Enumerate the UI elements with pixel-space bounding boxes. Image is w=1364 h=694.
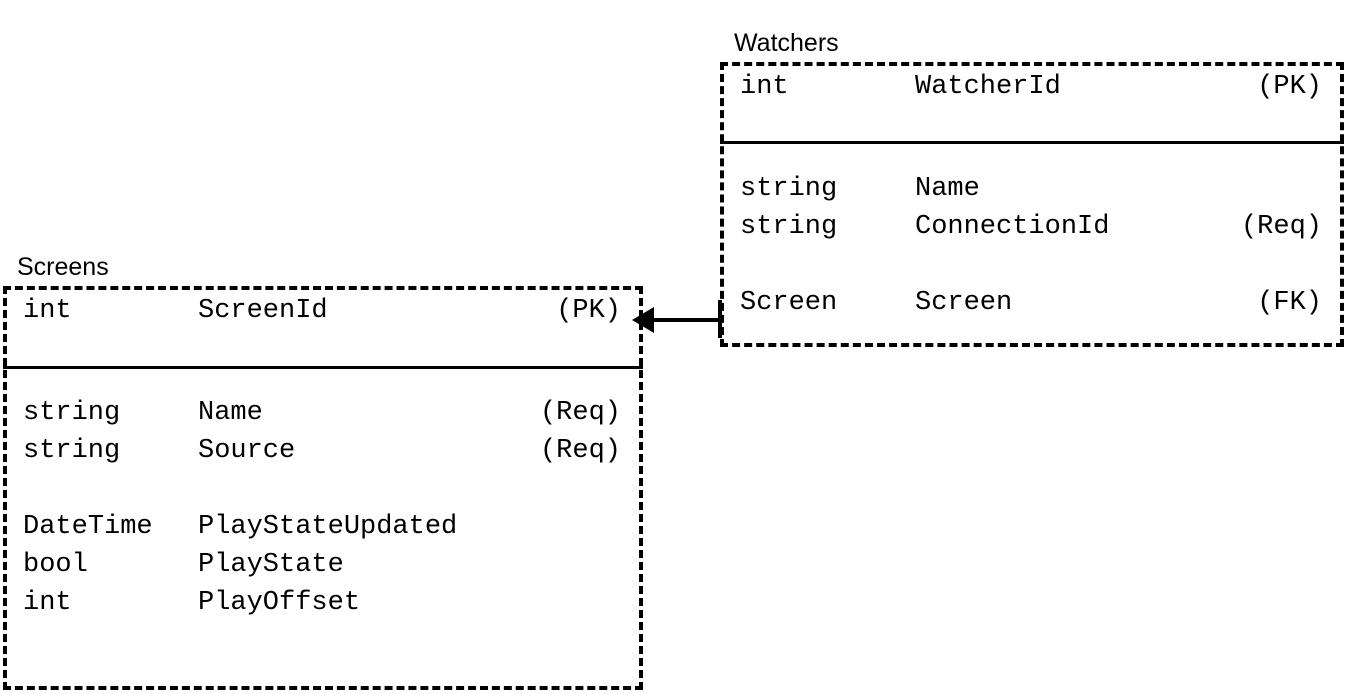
- field-key-annotation: (PK): [1257, 72, 1322, 102]
- field-name: ConnectionId: [915, 212, 1110, 242]
- field-type: int: [23, 296, 72, 326]
- field-row[interactable]: string Name (Req): [3, 394, 643, 432]
- field-row[interactable]: int ScreenId (PK): [3, 292, 643, 330]
- field-name: ScreenId: [198, 296, 328, 326]
- field-key-annotation: (Req): [539, 398, 621, 428]
- field-type: int: [23, 588, 72, 618]
- field-row[interactable]: string Name: [720, 170, 1344, 208]
- field-row[interactable]: int WatcherId (PK): [720, 68, 1344, 106]
- field-type: Screen: [740, 288, 838, 318]
- field-name: Name: [915, 174, 980, 204]
- field-name: Source: [198, 436, 296, 466]
- field-name: PlayState: [198, 550, 344, 580]
- field-key-annotation: (PK): [556, 296, 621, 326]
- entity-border-watchers: [720, 62, 1344, 347]
- field-name: Screen: [915, 288, 1013, 318]
- relationship-one-bar-icon: [718, 300, 722, 338]
- entity-header-separator-watchers: [720, 141, 1344, 144]
- field-name: WatcherId: [915, 72, 1061, 102]
- relationship-line: [636, 318, 722, 322]
- field-type: int: [740, 72, 789, 102]
- field-row[interactable]: int PlayOffset: [3, 584, 643, 622]
- field-key-annotation: (Req): [539, 436, 621, 466]
- field-row[interactable]: string ConnectionId (Req): [720, 208, 1344, 246]
- field-key-annotation: (Req): [1240, 212, 1322, 242]
- field-row[interactable]: DateTime PlayStateUpdated: [3, 508, 643, 546]
- field-type: string: [740, 212, 838, 242]
- field-name: Name: [198, 398, 263, 428]
- entity-header-separator-screens: [3, 366, 643, 369]
- relationship-arrowhead-icon: [632, 307, 654, 333]
- field-type: string: [23, 436, 121, 466]
- field-type: bool: [23, 550, 88, 580]
- entity-title-watchers: Watchers: [734, 29, 839, 57]
- field-name: PlayOffset: [198, 588, 361, 618]
- field-row[interactable]: Screen Screen (FK): [720, 284, 1344, 322]
- field-type: string: [23, 398, 121, 428]
- field-row[interactable]: string Source (Req): [3, 432, 643, 470]
- field-row[interactable]: bool PlayState: [3, 546, 643, 584]
- entity-title-screens: Screens: [17, 253, 109, 281]
- field-name: PlayStateUpdated: [198, 512, 458, 542]
- field-type: string: [740, 174, 838, 204]
- field-type: DateTime: [23, 512, 153, 542]
- entity-border-screens: [3, 286, 643, 690]
- field-key-annotation: (FK): [1257, 288, 1322, 318]
